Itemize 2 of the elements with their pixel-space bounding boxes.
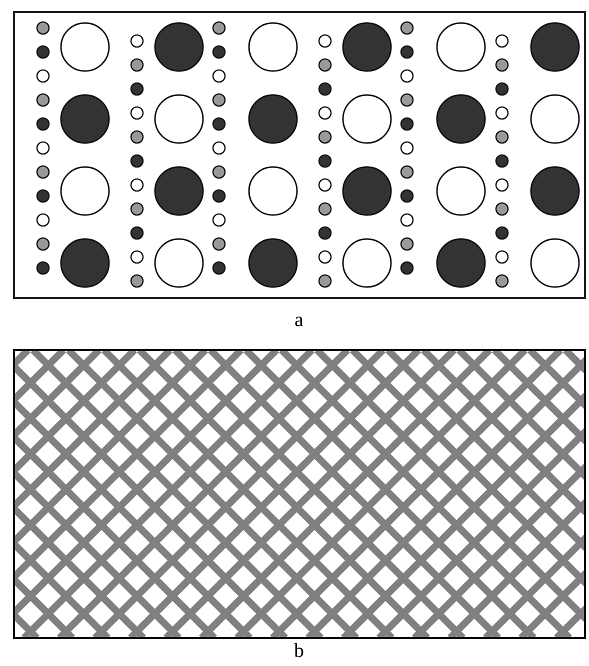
panel-label: b bbox=[294, 641, 304, 661]
panel-label: a bbox=[294, 310, 304, 330]
